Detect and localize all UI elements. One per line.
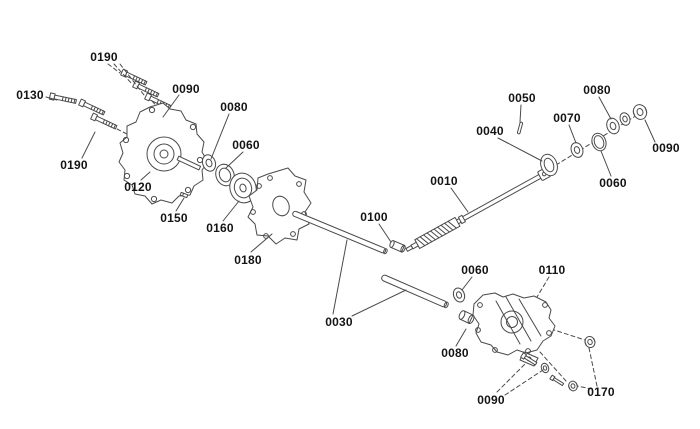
stud-bolt-drawing [520,352,538,366]
washer-icon [568,140,586,160]
callout-0130: 0130 [16,88,44,102]
callout-0190-top: 0190 [90,50,118,64]
callout-0080-bottom: 0080 [441,346,469,360]
washer-icon [617,110,633,128]
callout-0150: 0150 [160,211,188,225]
callout-0120: 0120 [124,180,152,194]
washer-icon [539,361,551,375]
callout-0080-right: 0080 [583,83,611,97]
gearbox-housing-left-drawing [118,102,209,205]
callout-0070: 0070 [553,111,581,125]
retaining-clip-drawing [179,191,189,199]
callout-0010: 0010 [430,174,458,188]
gasket-plate-drawing [247,167,312,245]
callout-0160: 0160 [206,221,234,235]
callout-0090-bottom: 0090 [477,393,505,407]
leader-lines-dashed [107,63,598,396]
callout-0170: 0170 [587,385,615,399]
drive-shaft-lower-drawing [381,274,449,309]
snap-ring-drawing [591,132,607,152]
hex-bolt-icon [78,98,106,117]
callout-0080-left: 0080 [220,100,248,114]
roll-pin-drawing [516,121,524,135]
spring-shaft-drawing [405,167,551,252]
callout-0050: 0050 [508,91,536,105]
hex-nut-icon [583,334,597,350]
washer-icon [451,285,467,305]
hex-bolt-icon [90,112,118,131]
bearing-right-drawing [540,153,558,177]
hex-nut-icon [630,102,650,122]
callout-0060-bottom: 0060 [461,263,489,277]
callout-0060-left: 0060 [232,138,260,152]
bearing-drawing [215,163,235,187]
callout-0100: 0100 [360,210,388,224]
washer-icon [604,115,622,137]
callout-0090-washers: 0090 [172,82,200,96]
drive-shaft-upper-drawing [292,210,388,255]
callout-0060-right: 0060 [599,176,627,190]
callout-0030: 0030 [325,315,353,329]
callout-0040: 0040 [476,124,504,138]
callout-0090-right: 0090 [652,141,680,155]
leader-lines [45,94,656,347]
callout-0190-left: 0190 [60,158,88,172]
callout-0110: 0110 [538,263,566,277]
callout-0180: 0180 [234,253,262,267]
bushing-drawing [458,310,475,325]
coupler-drawing [389,240,406,253]
stud-bolt-drawing [549,374,565,387]
